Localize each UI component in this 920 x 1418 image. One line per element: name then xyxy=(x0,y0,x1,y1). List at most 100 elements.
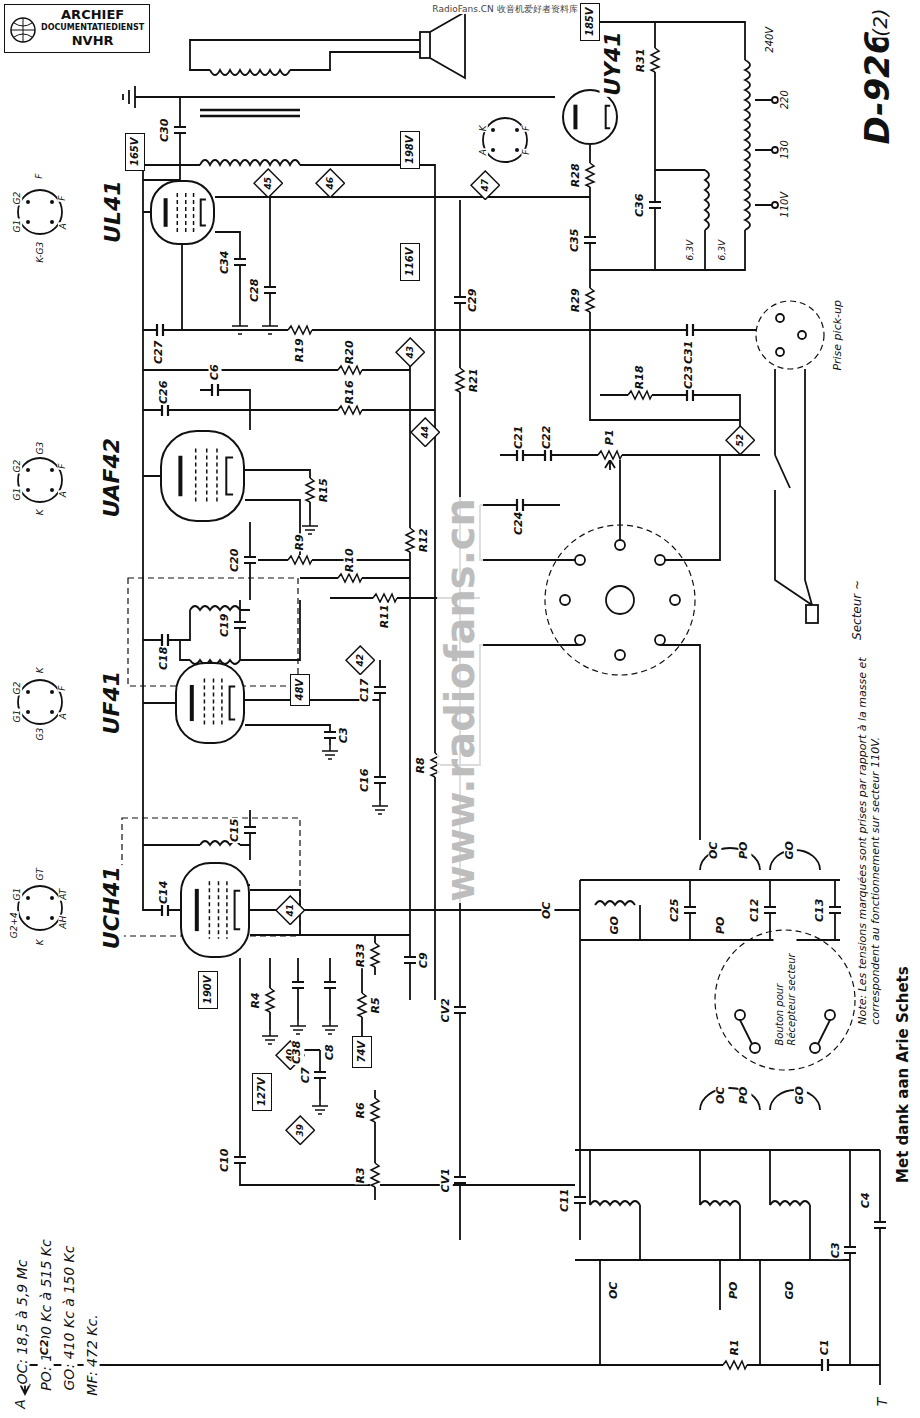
archive-service: DOCUMENTATIEDIENST xyxy=(41,23,144,33)
pin-name: F xyxy=(522,124,532,131)
pin-name: A xyxy=(58,712,68,720)
component-ref: C10 xyxy=(220,1147,233,1172)
capacitor-symbol xyxy=(232,258,248,266)
capacitor-symbol xyxy=(242,826,258,834)
base-pins xyxy=(26,128,519,920)
voltage-value: 185V xyxy=(584,6,596,37)
vacuum-tube: UF41 xyxy=(175,662,245,744)
component-ref: C29 xyxy=(468,287,481,312)
variable-capacitor xyxy=(452,1176,468,1184)
resistor-symbol xyxy=(288,555,312,565)
pin-name: G2 xyxy=(12,191,22,206)
capacitor-symbol xyxy=(242,556,258,564)
pin-name: F xyxy=(522,148,532,155)
test-point-diamond: 43 xyxy=(395,337,426,368)
test-point-diamond: 45 xyxy=(253,168,284,199)
component-ref: C38 xyxy=(292,1039,305,1064)
resistor-symbol xyxy=(357,993,367,1017)
voltage-box: 185V xyxy=(580,3,600,42)
band-mark: PO xyxy=(716,915,729,934)
component-ref: C31 xyxy=(684,339,697,364)
mains-tap: 240V xyxy=(764,26,776,54)
component-ref: R21 xyxy=(468,367,481,393)
band-mark: OC xyxy=(716,1085,729,1104)
component-ref: C28 xyxy=(250,277,263,302)
component-ref: R15 xyxy=(318,477,331,503)
test-point-diamond: 44 xyxy=(410,417,441,448)
pin-name: G1 xyxy=(12,887,22,902)
capacitor-symbol xyxy=(762,906,778,914)
band-mark: OC xyxy=(709,840,722,859)
component-ref: C3 xyxy=(338,726,351,744)
component-ref: C6 xyxy=(209,363,222,381)
capacitor-symbol xyxy=(312,1071,328,1079)
socket-label: Bouton pour Récepteur secteur xyxy=(774,934,797,1046)
test-point-number: 44 xyxy=(420,425,430,440)
component-ref: C22 xyxy=(542,424,555,449)
wires xyxy=(18,12,880,1394)
component-ref: C2 xyxy=(39,1338,52,1356)
voltage-box: 74V xyxy=(352,1036,372,1068)
band-mark: OC xyxy=(542,900,555,919)
vacuum-tube: UAF42 xyxy=(160,430,245,522)
test-point-diamond: 41 xyxy=(275,895,306,926)
component-ref: R16 xyxy=(344,379,357,405)
test-point-number: 45 xyxy=(263,176,273,191)
watermark: www.radiofans.cn xyxy=(437,497,483,903)
capacitor-symbol xyxy=(372,776,388,784)
pin-name: A xyxy=(478,148,488,156)
component-ref: P1 xyxy=(604,428,617,446)
test-point-diamond: 42 xyxy=(345,645,376,676)
mains-tap: 130 xyxy=(779,139,791,160)
resistor-symbol xyxy=(628,390,652,400)
archive-name: ARCHIEF xyxy=(41,7,144,23)
component-ref: R5 xyxy=(370,996,383,1014)
ground-symbol xyxy=(322,1020,338,1034)
capacitor-symbol xyxy=(232,1156,248,1164)
component-ref: C13 xyxy=(815,897,828,922)
vacuum-tube: UCH41 xyxy=(180,862,250,958)
component-ref: C25 xyxy=(670,897,683,922)
component-ref: C21 xyxy=(514,424,527,449)
tube-type: UAF42 xyxy=(99,437,124,519)
tube-type: UL41 xyxy=(99,180,124,245)
band-mark: GO xyxy=(784,1280,797,1300)
resistor-symbol xyxy=(650,48,660,72)
voltage-value: 165V xyxy=(129,136,141,167)
component-ref: C11 xyxy=(560,1187,573,1212)
voltage-value: 198V xyxy=(404,134,416,165)
test-point-diamond: 46 xyxy=(315,168,346,199)
component-ref: R31 xyxy=(635,47,648,73)
resistor-symbol xyxy=(370,943,380,967)
archive-stamp: ARCHIEFDOCUMENTATIEDIENSTNVHR xyxy=(4,4,150,53)
pin-name: G1 xyxy=(12,219,22,234)
component-ref: C23 xyxy=(684,364,697,389)
archive-acronym: NVHR xyxy=(41,33,144,49)
pin-name: K-G3 xyxy=(35,241,45,264)
capacitor-symbol xyxy=(172,126,188,134)
band-mark: OC xyxy=(609,1280,622,1299)
capacitor-symbol xyxy=(402,956,418,964)
terminal-name: A xyxy=(12,1398,28,1410)
component-ref: C12 xyxy=(750,897,763,922)
test-point-diamond: 39 xyxy=(285,1115,316,1146)
component-ref: R28 xyxy=(570,162,583,188)
pin-name: AT xyxy=(58,888,68,901)
voltage-value: 127V xyxy=(256,1076,268,1107)
component-ref: C30 xyxy=(160,117,173,142)
band-mark: GO xyxy=(784,840,797,860)
heater-voltage: 6,3V xyxy=(685,239,695,261)
resistor-symbol xyxy=(338,405,362,415)
voltage-value: 48V xyxy=(294,678,306,702)
resistor-symbol xyxy=(370,1163,380,1187)
vacuum-tube: UL41 xyxy=(150,180,215,245)
component-ref: C20 xyxy=(230,547,243,572)
resistor-symbol xyxy=(370,1098,380,1122)
resistor-symbol xyxy=(455,368,465,392)
pin-name: K xyxy=(478,124,488,132)
mains-tap: 220 xyxy=(779,89,791,110)
pin-name: K xyxy=(35,508,45,516)
band-mark: GO xyxy=(794,1085,807,1105)
tube-envelope xyxy=(150,180,215,245)
voltage-box: 190V xyxy=(198,971,218,1010)
